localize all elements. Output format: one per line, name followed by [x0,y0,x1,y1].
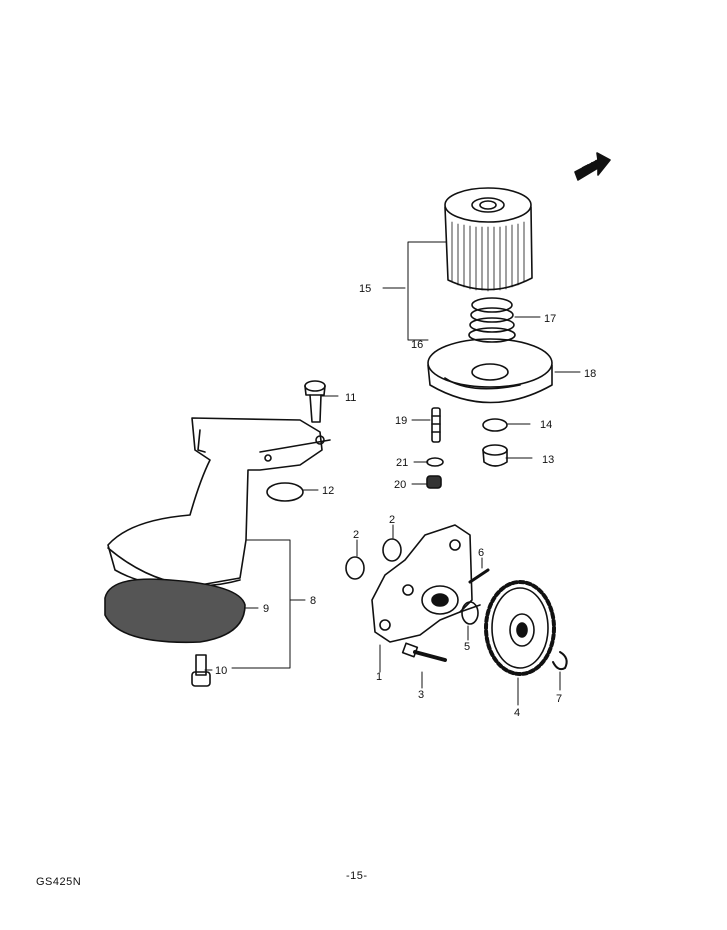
bolt-20 [426,475,442,489]
pump-gear [484,580,556,676]
oil-strainer [107,417,331,601]
label-3: 3 [418,689,424,701]
bracket-15-16 [407,241,447,341]
o-ring-2b [382,538,402,562]
washer-5 [461,601,479,625]
label-20: 20 [394,479,406,491]
label-4: 4 [514,707,520,719]
label-21: 21 [396,457,408,469]
label-8: 8 [310,595,316,607]
washer-21 [426,457,444,467]
fwd-arrow-icon [574,152,611,181]
plug-19 [431,407,441,443]
label-6: 6 [478,547,484,559]
page-number: -15- [346,870,368,882]
fwd-label: FWD [580,155,608,177]
label-2b: 2 [389,514,395,526]
o-ring-12 [266,482,304,502]
strainer-screen [104,578,246,644]
label-14: 14 [540,419,552,431]
label-15: 15 [359,283,371,295]
label-12: 12 [322,485,334,497]
o-ring-14 [482,418,508,432]
drain-bolt-13 [482,444,508,467]
oil-filter-cap [427,338,553,404]
label-13: 13 [542,454,554,466]
bolt-10 [191,654,211,687]
label-2a: 2 [353,529,359,541]
bolt-11 [304,380,326,423]
model-code: GS425N [36,876,82,888]
circlip-7 [552,651,568,671]
label-16: 16 [411,339,423,351]
bolt-3 [401,642,447,662]
o-ring-2a [345,556,365,580]
label-18: 18 [584,368,596,380]
label-1: 1 [376,671,382,683]
oil-pump-body [371,524,481,643]
filter-spring [468,297,516,343]
label-11: 11 [345,392,356,404]
label-17: 17 [544,313,556,325]
label-7: 7 [556,693,562,705]
pin-6 [468,568,490,584]
label-10: 10 [215,665,227,677]
bracket-8 [231,539,291,669]
oil-filter-element [444,187,533,292]
label-9: 9 [263,603,269,615]
label-5: 5 [464,641,470,653]
label-19: 19 [395,415,407,427]
